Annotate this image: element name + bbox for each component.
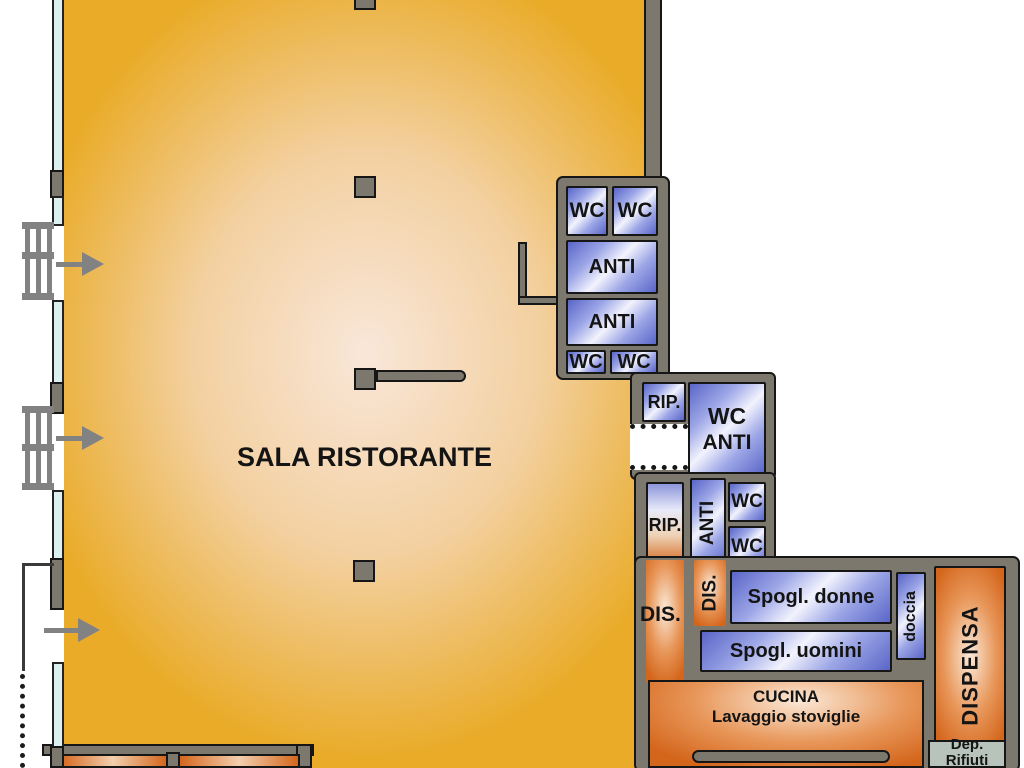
window-glass	[52, 0, 64, 172]
room-rip-corridor: RIP.	[646, 482, 684, 568]
room-anti: ANTI	[566, 298, 658, 346]
stairs-icon	[22, 406, 54, 490]
room-dis	[646, 560, 684, 682]
stair-tread	[22, 222, 54, 229]
stair-rail	[47, 222, 52, 300]
window-glass	[52, 196, 64, 226]
dep-rifiuti-labels: Dep. Rifiuti	[928, 737, 1006, 768]
entrance-arrow-icon	[44, 618, 108, 642]
stairs-icon	[22, 222, 54, 300]
room-label: Rifiuti	[945, 751, 989, 768]
column-marker	[354, 368, 376, 390]
room-dep-rifiuti	[928, 740, 1006, 768]
room-dispensa: DISPENSA	[934, 566, 1006, 766]
room-doccia: doccia	[896, 572, 926, 660]
left-wall-segment	[50, 746, 64, 768]
room-label: Spogl. donne	[747, 585, 875, 608]
room-label: ANTI	[697, 500, 719, 546]
left-wall-segment	[50, 170, 64, 198]
dis-label: DIS.	[640, 603, 681, 626]
room-label: WC	[731, 491, 763, 513]
stair-tread	[22, 483, 54, 490]
dashed-opening	[630, 424, 688, 470]
room-dis-corridor: DIS.	[694, 560, 726, 626]
room-wc: WC	[728, 482, 766, 522]
arrow-shaft	[56, 262, 82, 267]
arrow-shaft	[44, 628, 78, 633]
window-glass	[52, 300, 64, 384]
room-label: WC	[617, 350, 651, 373]
dotted-boundary-line	[20, 674, 31, 768]
room-label: Dep.	[950, 736, 984, 753]
room-label: ANTI	[702, 430, 752, 454]
stair-tread	[22, 293, 54, 300]
railing-line	[22, 563, 25, 671]
column-marker	[353, 560, 375, 582]
room-label: ANTI	[588, 255, 636, 278]
window-glass	[52, 662, 64, 748]
entrance-arrow-icon	[56, 252, 104, 276]
stair-tread	[22, 406, 54, 413]
sala-label: SALA RISTORANTE	[237, 442, 493, 472]
cucina-labels: CUCINA Lavaggio stoviglie	[648, 688, 924, 726]
stair-rail	[25, 222, 30, 300]
room-label: RIP.	[647, 391, 681, 412]
stair-tread	[22, 444, 54, 451]
column-marker	[354, 0, 376, 10]
room-wc: WC	[566, 186, 608, 236]
counter-element	[692, 750, 890, 763]
room-wc: WC	[566, 350, 606, 374]
room-label: WC	[731, 536, 763, 558]
arrow-shaft	[56, 436, 82, 441]
column-marker	[354, 176, 376, 198]
outer-wall	[644, 0, 662, 194]
vestibule-wall	[518, 242, 527, 304]
room-label: doccia	[901, 590, 919, 642]
room-label: WC	[707, 403, 747, 430]
room-label: WC	[617, 198, 653, 222]
room-wc: WC	[610, 350, 658, 374]
room-label: Lavaggio stoviglie	[711, 706, 861, 726]
left-wall-segment	[50, 558, 64, 610]
room-label: WC	[569, 198, 605, 222]
room-spogliatoio-donne: Spogl. donne	[730, 570, 892, 624]
room-wc-anti: WC ANTI	[688, 382, 766, 476]
arrow-head	[82, 252, 104, 276]
room-label: DISPENSA	[957, 605, 983, 727]
room-anti-corridor: ANTI	[690, 478, 726, 568]
room-label: CUCINA	[752, 687, 820, 706]
room-label: DIS.	[699, 574, 721, 612]
room-wc: WC	[612, 186, 658, 236]
room-label: ANTI	[588, 310, 636, 333]
room-bottom-left	[58, 754, 168, 768]
partition-wall	[376, 370, 466, 382]
room-anti: ANTI	[566, 240, 658, 294]
room-label: Spogl. uomini	[729, 639, 863, 662]
stair-tread	[22, 252, 54, 259]
room-spogliatoio-uomini: Spogl. uomini	[700, 630, 892, 672]
arrow-head	[82, 426, 104, 450]
room-bottom-left	[178, 754, 300, 768]
window-glass	[52, 490, 64, 560]
railing-line	[22, 563, 54, 566]
room-label: RIP.	[648, 514, 682, 535]
arrow-head	[78, 618, 100, 642]
room-label: WC	[569, 350, 603, 373]
entrance-arrow-icon	[56, 426, 104, 450]
stair-rail	[36, 222, 41, 300]
room-rip: RIP.	[642, 382, 686, 422]
